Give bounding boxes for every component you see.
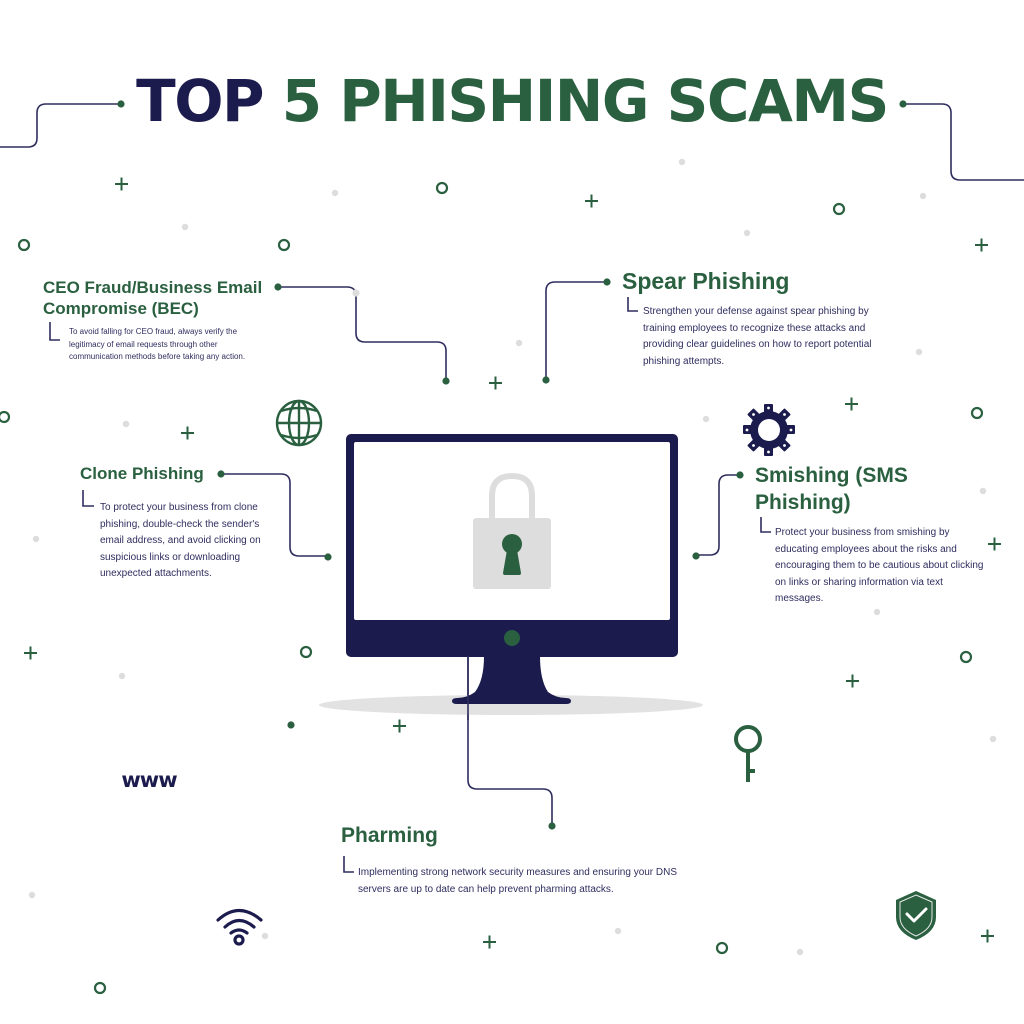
title-connector-right (903, 103, 1024, 181)
title-part-phishing: 5 PHISHING SCAMS (281, 67, 890, 135)
smishing-bracket (760, 517, 771, 533)
pharming-description: Implementing strong network security mea… (358, 867, 678, 895)
clone-bracket (82, 490, 94, 507)
smishing-connector (696, 474, 740, 556)
spear-phishing-heading: Spear Phishing (622, 268, 790, 294)
wifi-icon (216, 908, 263, 946)
smishing-heading: Smishing (SMS Phishing) (755, 464, 908, 514)
key-icon (734, 725, 762, 782)
clone-connector (221, 473, 328, 557)
clone-phishing-heading: Clone Phishing (80, 464, 204, 483)
green-rings (0, 181, 984, 995)
spear-bracket (627, 297, 638, 312)
page-title: TOP 5 PHISHING SCAMS (0, 66, 1024, 136)
globe-icon (275, 399, 323, 447)
gray-dots (28, 158, 997, 956)
ceo-bracket (49, 322, 60, 341)
ceo-fraud-description: To avoid falling for CEO fraud, always v… (69, 327, 246, 361)
spear-phishing-description: Strengthen your defense against spear ph… (643, 306, 872, 367)
pharming-heading: Pharming (341, 824, 438, 847)
title-part-top: TOP (136, 67, 264, 135)
www-icon: www (121, 768, 177, 792)
ceo-fraud-heading: CEO Fraud/Business Email Compromise (BEC… (43, 278, 263, 318)
pharming-bracket (343, 856, 354, 873)
smishing-description: Protect your business from smishing by e… (775, 527, 984, 604)
ceo-connector (278, 286, 447, 380)
pharming-connector (467, 650, 553, 826)
padlock-icon (473, 472, 551, 589)
shield-check-icon (896, 891, 936, 940)
gear-icon (743, 404, 795, 456)
clone-phishing-description: To protect your business from clone phis… (100, 502, 261, 579)
spear-connector (545, 281, 607, 379)
green-plus-marks (24, 177, 1001, 949)
title-connector-left (0, 103, 121, 148)
